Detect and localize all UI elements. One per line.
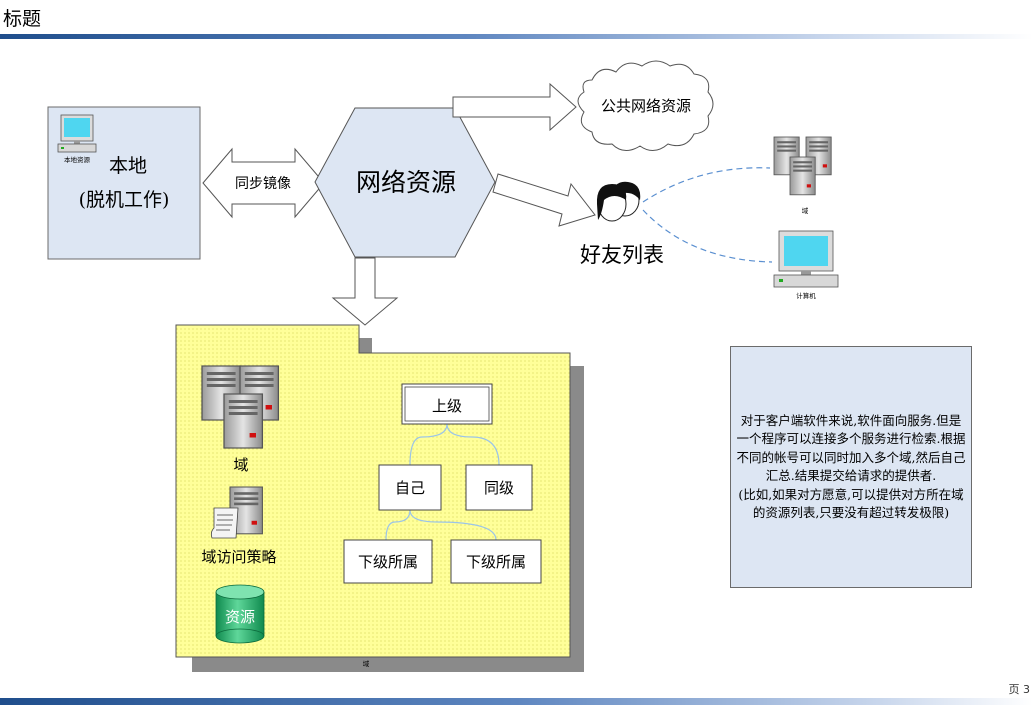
org-chart-self-label: 自己 [395, 479, 425, 497]
remote-server-caption: 域 [802, 206, 809, 215]
network-label: 网络资源 [356, 168, 456, 197]
public-network-cloud [577, 60, 714, 151]
org-chart-top [401, 383, 493, 425]
local-icon-caption: 本地资源 [64, 155, 91, 164]
domain-server-label: 域 [233, 456, 248, 474]
slide-title: 标题 [3, 8, 42, 30]
org-chart-connectors [385, 423, 500, 541]
resource-database-label: 资源 [225, 608, 255, 626]
domain-policy-icon [210, 486, 264, 539]
arrow-to-public-cloud [452, 82, 577, 132]
friends-label: 好友列表 [580, 243, 664, 267]
explanation-note-text: 对于客户端软件来说,软件面向服务.但是一个程序可以连接多个服务进行检索.根据不同… [736, 412, 966, 521]
remote-computer-icon [773, 230, 839, 288]
arrow-to-domain [331, 257, 399, 326]
title-underline-bar [0, 34, 1033, 39]
org-chart-peer-label: 同级 [484, 479, 514, 497]
org-chart-sub2-label: 下级所属 [466, 553, 526, 571]
local-computer-icon [57, 114, 97, 153]
dashed-link-to-computer [642, 209, 773, 263]
org-chart-sub2 [450, 539, 542, 584]
org-chart-sub1-label: 下级所属 [358, 553, 418, 571]
local-label-line1: 本地 [109, 155, 147, 177]
remote-server-icon [773, 136, 832, 196]
arrow-to-friends [492, 173, 596, 227]
footer-bar [0, 698, 1033, 705]
org-chart-peer [465, 464, 533, 511]
resource-database-icon [215, 584, 265, 644]
org-chart-sub1 [343, 539, 433, 584]
org-chart-top-label: 上级 [432, 397, 462, 415]
public-cloud-label: 公共网络资源 [601, 97, 691, 115]
local-label-line2: (脱机工作) [79, 189, 170, 211]
page-number: 页 3 [1008, 683, 1031, 696]
friends-people-icon [596, 181, 641, 222]
org-chart-self [378, 464, 442, 511]
dashed-link-to-server [642, 167, 771, 203]
explanation-note-box: 对于客户端软件来说,软件面向服务.但是一个程序可以连接多个服务进行检索.根据不同… [730, 346, 972, 588]
domain-policy-label: 域访问策略 [201, 548, 276, 566]
domain-folder-caption: 域 [363, 659, 370, 668]
remote-computer-caption: 计算机 [796, 291, 816, 300]
sync-arrow-label: 同步镜像 [235, 176, 291, 192]
